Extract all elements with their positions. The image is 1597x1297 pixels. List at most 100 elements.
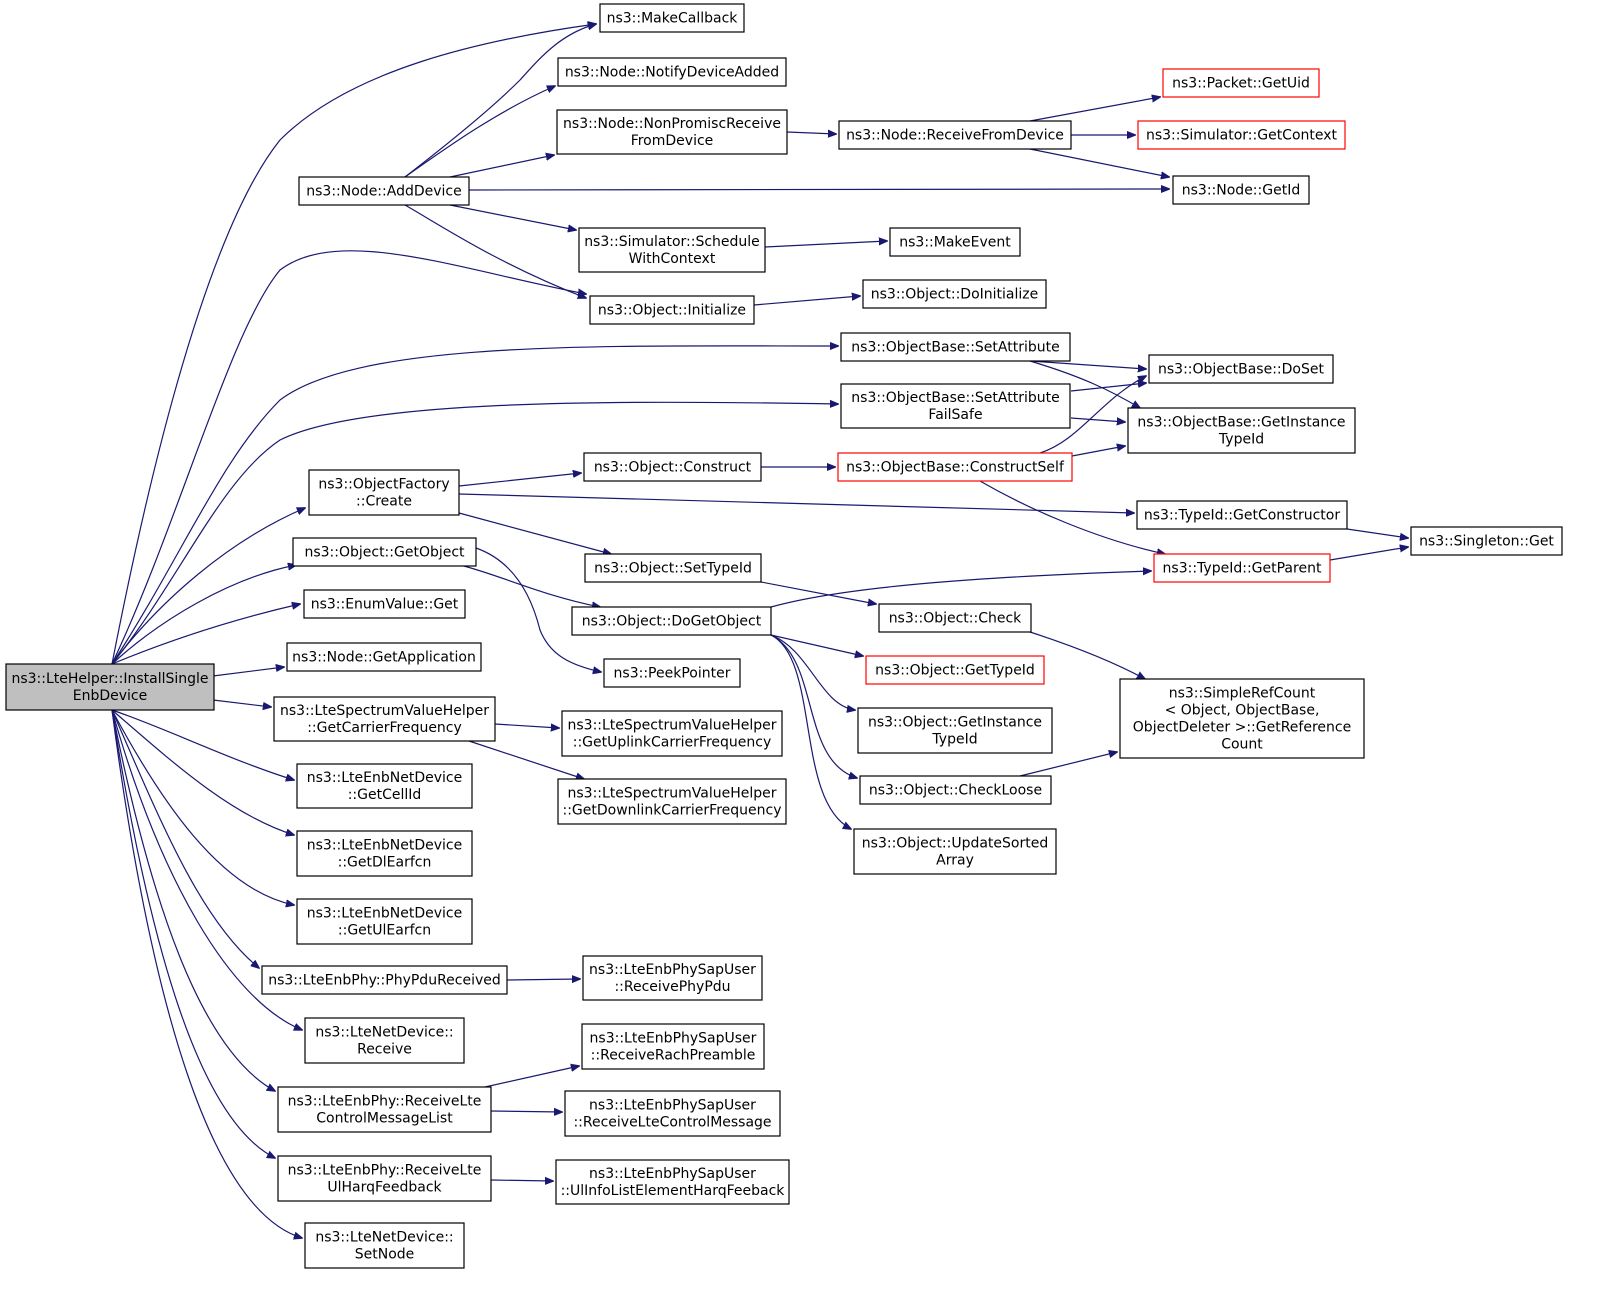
- call-edge: [786, 132, 836, 134]
- node-getparent[interactable]: ns3::TypeId::GetParent: [1153, 553, 1331, 583]
- node-settypeid[interactable]: ns3::Object::SetTypeId: [584, 553, 762, 583]
- call-edge: [979, 480, 1165, 554]
- node-getapplication[interactable]: ns3::Node::GetApplication: [286, 642, 482, 672]
- node-label: ns3::SimpleRefCount: [1169, 686, 1316, 702]
- node-doset[interactable]: ns3::ObjectBase::DoSet: [1148, 354, 1334, 384]
- node-getcarrier[interactable]: ns3::LteSpectrumValueHelper::GetCarrierF…: [273, 696, 496, 742]
- node-receivefrom[interactable]: ns3::Node::ReceiveFromDevice: [838, 120, 1072, 150]
- node-label: ns3::Object::DoInitialize: [871, 287, 1038, 303]
- node-getdlearfcn[interactable]: ns3::LteEnbNetDevice::GetDlEarfcn: [296, 830, 473, 877]
- node-box: [1410, 526, 1563, 556]
- node-refcount[interactable]: ns3::SimpleRefCount< Object, ObjectBase,…: [1119, 678, 1365, 759]
- node-label: < Object, ObjectBase,: [1165, 703, 1320, 719]
- node-box: [277, 1086, 492, 1133]
- node-box: [304, 1222, 465, 1269]
- node-box: [582, 955, 763, 1001]
- node-dogetobject[interactable]: ns3::Object::DoGetObject: [571, 606, 772, 636]
- node-singletonget[interactable]: ns3::Singleton::Get: [1410, 526, 1563, 556]
- node-label: ns3::Node::GetApplication: [292, 650, 476, 666]
- node-construct[interactable]: ns3::Object::Construct: [583, 452, 762, 482]
- call-edge: [111, 24, 596, 665]
- node-getuid[interactable]: ns3::Packet::GetUid: [1162, 68, 1320, 98]
- node-enumget[interactable]: ns3::EnumValue::Get: [303, 589, 466, 619]
- call-edge: [111, 508, 305, 665]
- node-checkloose[interactable]: ns3::Object::CheckLoose: [859, 775, 1052, 805]
- node-box: [1148, 354, 1334, 384]
- node-phypdureceived[interactable]: ns3::LteEnbPhy::PhyPduReceived: [261, 965, 508, 995]
- node-label: ns3::Node::GetId: [1182, 183, 1300, 199]
- node-label: ns3::LteSpectrumValueHelper: [568, 786, 777, 802]
- node-setnode[interactable]: ns3::LteNetDevice::SetNode: [304, 1222, 465, 1269]
- node-label: ns3::Object::Construct: [594, 460, 752, 476]
- node-label: ::GetDownlinkCarrierFrequency: [562, 803, 781, 819]
- node-label: ns3::LteNetDevice::: [315, 1230, 453, 1246]
- node-gettypeid[interactable]: ns3::Object::GetTypeId: [865, 655, 1045, 685]
- node-doinitialize[interactable]: ns3::Object::DoInitialize: [862, 279, 1047, 309]
- node-label: ns3::Object::GetTypeId: [875, 663, 1035, 679]
- node-receivephypdu[interactable]: ns3::LteEnbPhySapUser::ReceivePhyPdu: [582, 955, 763, 1001]
- node-box: [571, 606, 772, 636]
- node-box: [1119, 678, 1365, 759]
- call-edge: [475, 547, 601, 672]
- node-box: [583, 452, 762, 482]
- call-edge: [1029, 631, 1145, 679]
- node-receivectrllist[interactable]: ns3::LteEnbPhy::ReceiveLteControlMessage…: [277, 1086, 492, 1133]
- call-edge: [506, 979, 580, 980]
- node-peekpointer[interactable]: ns3::PeekPointer: [603, 658, 741, 688]
- node-box: [1127, 407, 1356, 454]
- node-notifydevice[interactable]: ns3::Node::NotifyDeviceAdded: [557, 57, 787, 87]
- node-label: FailSafe: [928, 407, 982, 423]
- node-getobject[interactable]: ns3::Object::GetObject: [292, 537, 477, 567]
- call-edge: [1070, 383, 1146, 392]
- node-netdevreceive[interactable]: ns3::LteNetDevice::Receive: [304, 1017, 465, 1064]
- node-label: ObjectDeleter >::GetReference: [1133, 720, 1351, 736]
- node-label: ns3::LteEnbNetDevice: [307, 838, 462, 854]
- node-label: ns3::Simulator::GetContext: [1146, 128, 1338, 144]
- node-label: ns3::Object::UpdateSorted: [862, 836, 1048, 852]
- node-label: ns3::TypeId::GetConstructor: [1144, 508, 1340, 524]
- node-adddevice[interactable]: ns3::Node::AddDevice: [298, 176, 470, 206]
- node-box: [599, 3, 745, 33]
- node-box: [837, 452, 1073, 482]
- node-box: [304, 1017, 465, 1064]
- call-edge: [458, 512, 611, 554]
- node-box: [298, 176, 470, 206]
- call-edge: [111, 565, 296, 665]
- node-factorycreate[interactable]: ns3::ObjectFactory::Create: [308, 469, 460, 516]
- node-getcellid[interactable]: ns3::LteEnbNetDevice::GetCellId: [296, 763, 473, 809]
- node-label: ns3::Node::ReceiveFromDevice: [846, 128, 1064, 144]
- node-getdownlink[interactable]: ns3::LteSpectrumValueHelper::GetDownlink…: [557, 778, 787, 825]
- node-label: ns3::Singleton::Get: [1419, 534, 1554, 550]
- node-box: [296, 898, 473, 945]
- node-label: ns3::LteEnbPhy::PhyPduReceived: [268, 973, 501, 989]
- call-edge: [404, 24, 596, 178]
- node-getcontext[interactable]: ns3::Simulator::GetContext: [1137, 120, 1346, 150]
- node-makecallback[interactable]: ns3::MakeCallback: [599, 3, 745, 33]
- node-getuplink[interactable]: ns3::LteSpectrumValueHelper::GetUplinkCa…: [561, 710, 783, 757]
- node-setattribute[interactable]: ns3::ObjectBase::SetAttribute: [840, 332, 1071, 362]
- node-ulinfoharq[interactable]: ns3::LteEnbPhySapUser::UlInfoListElement…: [555, 1159, 790, 1205]
- call-edge: [212, 699, 271, 707]
- node-initialize[interactable]: ns3::Object::Initialize: [589, 295, 755, 325]
- call-edge: [111, 709, 294, 780]
- node-getid[interactable]: ns3::Node::GetId: [1172, 175, 1310, 205]
- node-receiverach[interactable]: ns3::LteEnbPhySapUser::ReceiveRachPreamb…: [581, 1023, 765, 1070]
- node-constructself[interactable]: ns3::ObjectBase::ConstructSelf: [837, 452, 1073, 482]
- node-check[interactable]: ns3::Object::Check: [878, 603, 1032, 633]
- node-getconstructor[interactable]: ns3::TypeId::GetConstructor: [1136, 500, 1348, 530]
- node-box: [1162, 68, 1320, 98]
- node-label: ns3::ObjectFactory: [318, 477, 449, 493]
- node-receivectrlmsg[interactable]: ns3::LteEnbPhySapUser::ReceiveLteControl…: [564, 1090, 781, 1137]
- node-getulearfcn[interactable]: ns3::LteEnbNetDevice::GetUlEarfcn: [296, 898, 473, 945]
- node-makeevent[interactable]: ns3::MakeEvent: [889, 227, 1021, 257]
- call-edge: [111, 346, 838, 665]
- node-label: UlHarqFeedback: [327, 1180, 442, 1196]
